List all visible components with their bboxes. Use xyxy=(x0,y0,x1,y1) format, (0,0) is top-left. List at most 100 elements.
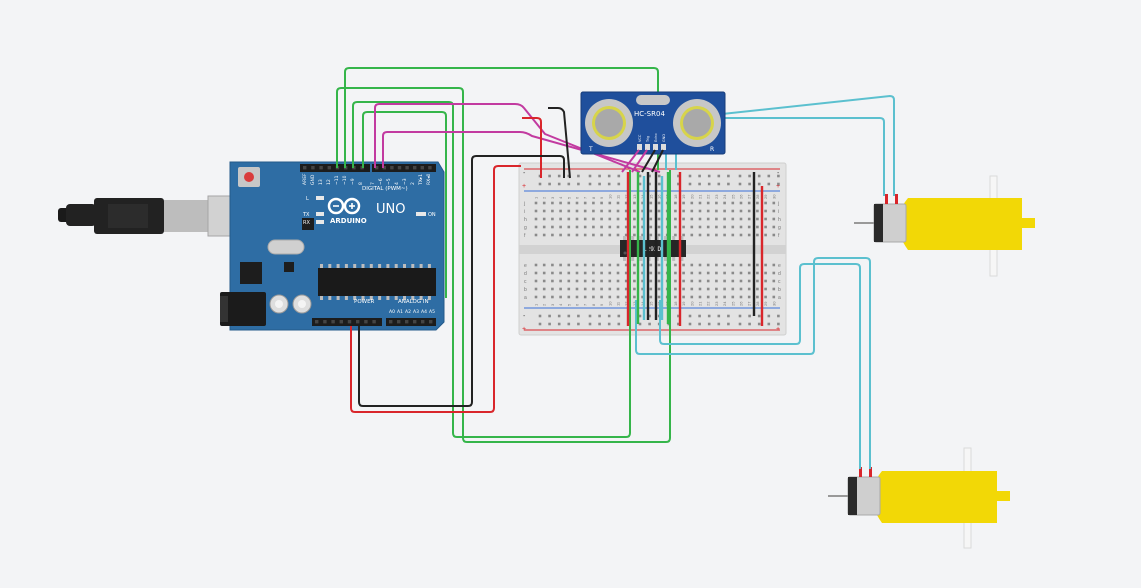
header-pin[interactable] xyxy=(372,320,376,324)
header-pin[interactable] xyxy=(323,320,327,324)
wire-green-pin11-top-loop[interactable] xyxy=(344,67,659,170)
breadboard-rail-hole xyxy=(577,322,580,326)
breadboard-hole xyxy=(551,217,554,221)
header-pin[interactable] xyxy=(303,166,307,170)
dc-motor-bottom[interactable] xyxy=(828,447,1010,549)
header-pin[interactable] xyxy=(339,320,343,324)
arduino-uno-board[interactable]: L TX RX ON ARDUINO UNO DIGITAL (PWM~) PO… xyxy=(220,161,445,331)
breadboard-hole xyxy=(616,287,620,291)
wire-cyan-motor-right-b[interactable] xyxy=(675,117,885,196)
breadboard-hole xyxy=(534,233,538,237)
header-pin[interactable] xyxy=(413,166,417,170)
breadboard-hole xyxy=(575,287,579,291)
breadboard-rail-hole xyxy=(767,314,771,318)
sensor-pin-trig[interactable] xyxy=(645,144,650,150)
breadboard-rail-hole xyxy=(557,174,561,178)
atmega-pin xyxy=(328,296,332,300)
header-pin[interactable] xyxy=(413,320,417,324)
column-number-top: 22 xyxy=(706,194,711,199)
header-pin[interactable] xyxy=(364,320,368,324)
atmega-pin xyxy=(411,264,415,268)
dc-motor-right[interactable] xyxy=(854,175,1035,277)
header-pin[interactable] xyxy=(356,320,360,324)
header-pin[interactable] xyxy=(311,166,315,170)
breadboard-hole xyxy=(567,217,571,221)
header-pin[interactable] xyxy=(421,320,425,324)
breadboard-rail-hole xyxy=(598,314,601,318)
motor-right-endcap xyxy=(874,204,883,242)
breadboard-hole xyxy=(583,271,587,275)
breadboard-hole xyxy=(682,287,685,291)
sensor-pin-vcc[interactable] xyxy=(637,144,642,150)
hc-sr04-sensor[interactable]: HC-SR04 T R VCC Trig Echo GND xyxy=(580,91,726,155)
breadboard-hole xyxy=(592,271,595,275)
breadboard-hole xyxy=(567,271,571,275)
wire-red-5v[interactable] xyxy=(350,165,521,413)
header-pin[interactable] xyxy=(428,166,432,170)
atmega-pin xyxy=(361,296,365,300)
wire-green-pin10-to-l293d[interactable] xyxy=(336,87,671,443)
header-pin[interactable] xyxy=(405,166,409,170)
small-ic xyxy=(284,262,294,272)
sensor-lead-3 xyxy=(641,149,656,173)
breadboard-hole xyxy=(616,233,620,237)
breadboard-hole xyxy=(739,287,743,291)
breadboard-hole xyxy=(583,209,587,213)
pin-label-2: 2 xyxy=(410,182,416,185)
breadboard-hole xyxy=(624,209,628,213)
breadboard-hole xyxy=(756,295,759,299)
sensor-leads xyxy=(621,149,664,173)
column-number-top: 7 xyxy=(583,196,588,199)
wire-cyan-motor-bottom-b[interactable] xyxy=(659,263,861,469)
wire-green-pin9-to-l293d[interactable] xyxy=(352,101,631,438)
header-pin[interactable] xyxy=(375,166,379,170)
breadboard-hole xyxy=(542,263,546,267)
wire-black-sensor-gnd[interactable] xyxy=(548,107,571,179)
header-pin[interactable] xyxy=(327,166,331,170)
header-pin[interactable] xyxy=(429,320,433,324)
sensor-pin-gnd[interactable] xyxy=(661,144,666,150)
header-pin[interactable] xyxy=(331,320,335,324)
header-pin[interactable] xyxy=(319,166,323,170)
breadboard-hole xyxy=(542,209,546,213)
wire-cyan-motor-bottom-a[interactable] xyxy=(635,257,871,469)
breadboard-rail-hole xyxy=(557,322,561,326)
wire-cyan-motor-right-a[interactable] xyxy=(665,95,895,196)
breadboard-hole xyxy=(731,217,735,221)
breadboard-hole xyxy=(764,279,767,283)
row-letter-right: i xyxy=(778,209,779,215)
header-pin[interactable] xyxy=(315,320,319,324)
header-pin[interactable] xyxy=(389,320,393,324)
header-pin[interactable] xyxy=(382,166,386,170)
header-pin[interactable] xyxy=(347,320,352,324)
wire-magenta-echo[interactable] xyxy=(382,131,661,173)
column-number-bottom: 14 xyxy=(640,301,645,306)
breadboard-rail-hole xyxy=(567,182,571,186)
sensor-pin-echo[interactable] xyxy=(653,144,658,150)
header-pin[interactable] xyxy=(420,166,424,170)
header-pin[interactable] xyxy=(405,320,409,324)
breadboard-hole xyxy=(567,279,571,283)
breadboard-hole xyxy=(559,201,562,205)
header-pin[interactable] xyxy=(397,320,401,324)
sensor-pin-echo-label: Echo xyxy=(654,134,658,143)
breadboard-hole xyxy=(756,217,759,221)
wire-magenta-trig[interactable] xyxy=(374,103,641,173)
pin-label-tx1: TX▸1 xyxy=(418,174,424,186)
breadboard-hole xyxy=(772,271,776,275)
breadboard-hole xyxy=(649,201,653,205)
breadboard-hole xyxy=(756,209,759,213)
breadboard-hole xyxy=(559,279,562,283)
header-pin[interactable] xyxy=(390,166,394,170)
wire-black-gnd[interactable] xyxy=(358,155,565,407)
atmega-chip xyxy=(318,268,436,296)
wire-red-sensor-vcc[interactable] xyxy=(522,117,542,178)
header-pin[interactable] xyxy=(397,166,402,170)
column-number-bottom: 26 xyxy=(739,301,744,306)
wire-green-pin8[interactable] xyxy=(362,111,447,298)
breadboard-rail-hole xyxy=(698,182,701,186)
breadboard-hole xyxy=(739,201,743,205)
breadboard-hole xyxy=(772,209,776,213)
row-letter-right: b xyxy=(778,287,781,293)
